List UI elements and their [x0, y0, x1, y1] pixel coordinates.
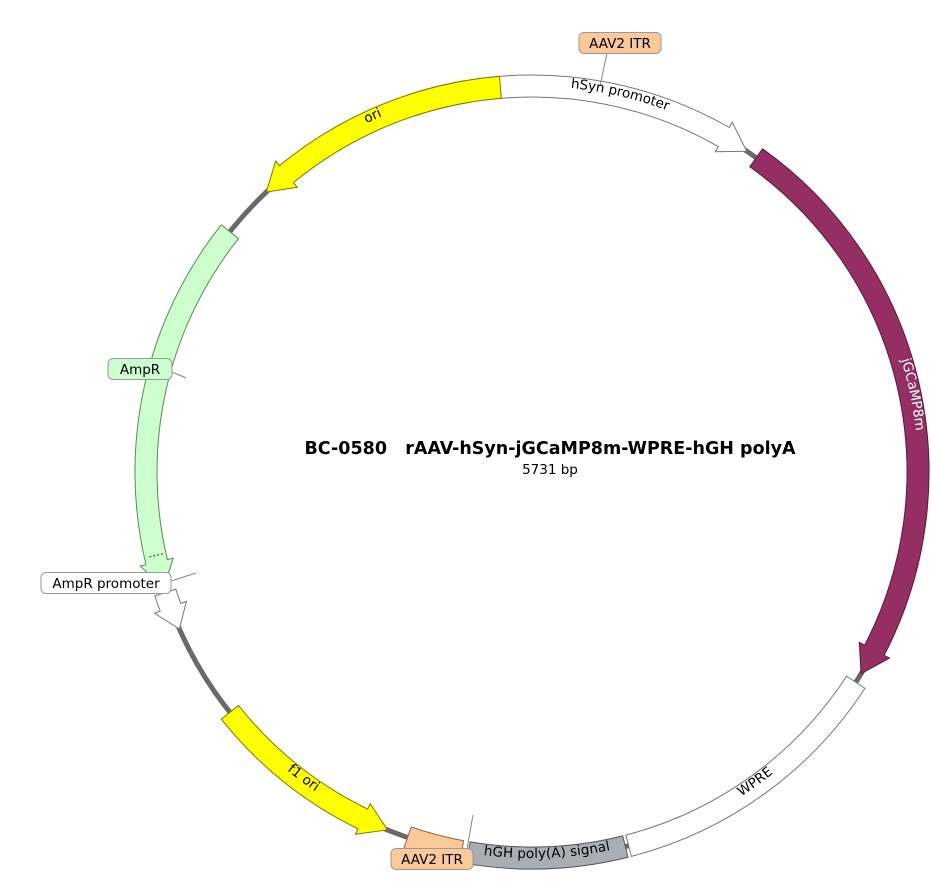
- feature-ampr-promoter-callout: [40, 572, 172, 594]
- plasmid-name: BC-0580 rAAV-hSyn-jGCaMP8m-WPRE-hGH poly…: [304, 439, 796, 459]
- feature-hgh-polya-shape: [465, 835, 629, 870]
- feature-ampr-promoter-leader: [170, 572, 197, 582]
- feature-ampr-promoter[interactable]: [153, 588, 188, 630]
- feature-ampr-shape: [134, 224, 240, 589]
- feature-f1-ori[interactable]: [220, 704, 389, 835]
- feature-ampr-leader: [171, 371, 187, 379]
- feature-jgcamp8m[interactable]: [749, 148, 930, 675]
- ampr-marker: [147, 553, 164, 558]
- feature-ampr-callout: [107, 358, 173, 380]
- feature-aav2-itr-bottom-label: AAV2 ITR: [401, 852, 463, 868]
- feature-wpre-shape: [625, 675, 866, 857]
- feature-wpre[interactable]: [625, 675, 866, 857]
- feature-aav2-itr-top-label: AAV2 ITR: [589, 36, 651, 52]
- feature-hsyn-promoter[interactable]: [479, 74, 748, 153]
- feature-aav2-itr-top-callout: [578, 32, 662, 54]
- features-layer: [134, 74, 930, 870]
- feature-ampr-label: AmpR: [120, 362, 160, 378]
- feature-ori[interactable]: [265, 75, 502, 193]
- feature-ori-shape: [265, 75, 502, 193]
- feature-jgcamp8m-shape: [749, 148, 930, 675]
- feature-hsyn-promoter-shape: [479, 74, 748, 153]
- feature-ampr[interactable]: [134, 224, 240, 589]
- feature-ampr-promoter-label: AmpR promoter: [52, 576, 160, 592]
- feature-ori-label: ori: [361, 105, 384, 127]
- plasmid-length: 5731 bp: [522, 462, 578, 478]
- feature-aav2-itr-bottom-leader: [466, 814, 474, 850]
- feature-f1-ori-shape: [220, 704, 389, 835]
- feature-hgh-polya[interactable]: [465, 835, 629, 870]
- feature-ampr-promoter-shape: [153, 588, 188, 630]
- feature-aav2-itr-top-leader: [599, 52, 608, 87]
- feature-aav2-itr-bottom-callout: [390, 848, 474, 870]
